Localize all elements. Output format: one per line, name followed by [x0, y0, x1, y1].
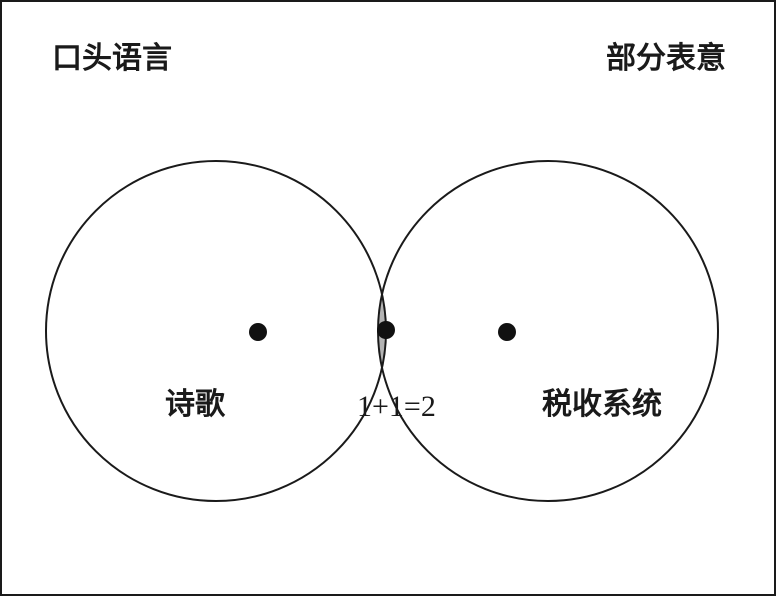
- center-point: [377, 321, 395, 339]
- left-set-circle: [45, 160, 387, 502]
- top-right-label: 部分表意: [606, 41, 726, 76]
- left-point: [249, 323, 267, 341]
- right-set-circle: [377, 160, 719, 502]
- intersection-label: 1+1=2: [357, 390, 436, 423]
- right-region-label: 税收系统: [542, 387, 662, 422]
- left-region-label: 诗歌: [165, 387, 225, 422]
- top-left-label: 口头语言: [52, 41, 172, 76]
- intersection-region: [378, 161, 386, 501]
- right-point: [498, 323, 516, 341]
